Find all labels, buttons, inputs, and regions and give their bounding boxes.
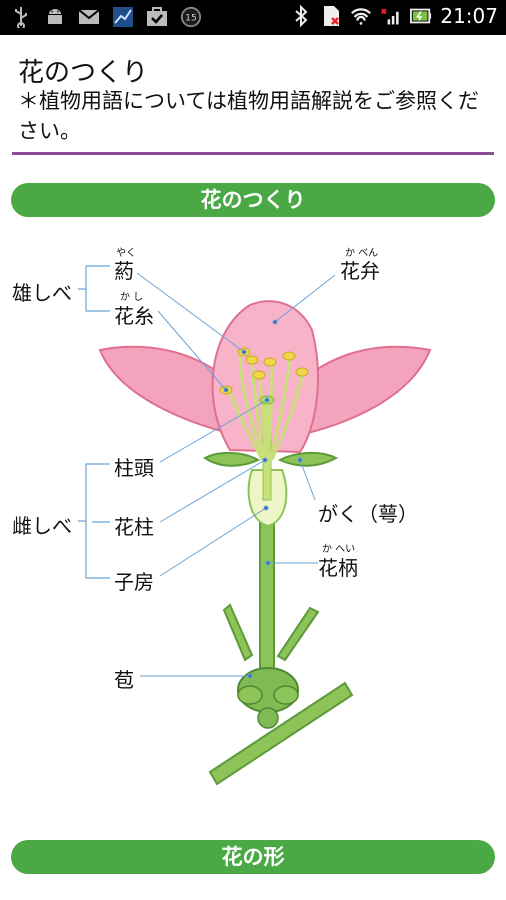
- label-stamen: 雄しべ: [12, 281, 72, 305]
- header-divider: [12, 152, 494, 155]
- label-anther: 葯: [114, 259, 134, 283]
- notification-icons: 15: [10, 6, 202, 28]
- label-ovary: 子房: [114, 570, 154, 594]
- usb-icon: [10, 6, 32, 28]
- task-icon: [146, 6, 168, 28]
- label-style: 花柱: [114, 515, 154, 539]
- label-sepal: がく（萼）: [318, 502, 418, 526]
- android-icon: [44, 6, 66, 28]
- stem-base: [208, 681, 354, 786]
- label-pistil: 雌しべ: [12, 514, 72, 538]
- section-header-flower-shape[interactable]: 花の形: [11, 840, 495, 874]
- ruby-anther: やく: [116, 248, 136, 259]
- sepal-left: [203, 452, 261, 467]
- status-bar: 15 21:07: [0, 0, 506, 35]
- filaments: [228, 354, 304, 461]
- clock: 21:07: [440, 4, 498, 28]
- badge-icon: 15: [180, 6, 202, 28]
- label-pedicel: 花柄: [318, 556, 358, 580]
- leader-lines: [136, 272, 336, 679]
- bluetooth-icon: [290, 5, 312, 27]
- chart-app-icon: [112, 6, 134, 28]
- ruby-filament: か し: [120, 292, 144, 303]
- anthers: [219, 347, 309, 395]
- system-icons: 21:07: [290, 4, 498, 28]
- mail-icon: [78, 6, 100, 28]
- battery-icon: [410, 5, 432, 27]
- signal-icon: [380, 5, 402, 27]
- label-filament: 花糸: [114, 304, 154, 328]
- flower-illustration: [78, 265, 432, 786]
- label-petal: 花弁: [340, 259, 380, 283]
- section-header-flower-structure[interactable]: 花のつくり: [11, 183, 495, 217]
- sim-icon: [320, 5, 342, 27]
- label-stigma: 柱頭: [114, 456, 154, 480]
- svg-text:15: 15: [185, 13, 197, 24]
- terminology-note: ＊植物用語については植物用語解説をご参照ください。: [18, 89, 479, 143]
- leaf-left: [222, 603, 254, 662]
- wifi-icon: [350, 5, 372, 27]
- leaf-right: [276, 606, 320, 662]
- ruby-petal: か べん: [345, 248, 379, 259]
- flower-diagram: 雄しべ やく 葯 か し 花糸 か べん 花弁 雌しべ 柱頭 花柱 子房 がく（…: [0, 230, 506, 800]
- ruby-pedicel: か へい: [322, 544, 356, 555]
- brackets: [78, 265, 110, 579]
- label-bract: 苞: [114, 668, 134, 692]
- page-title: 花のつくり: [18, 58, 149, 88]
- sepal-right: [277, 452, 339, 467]
